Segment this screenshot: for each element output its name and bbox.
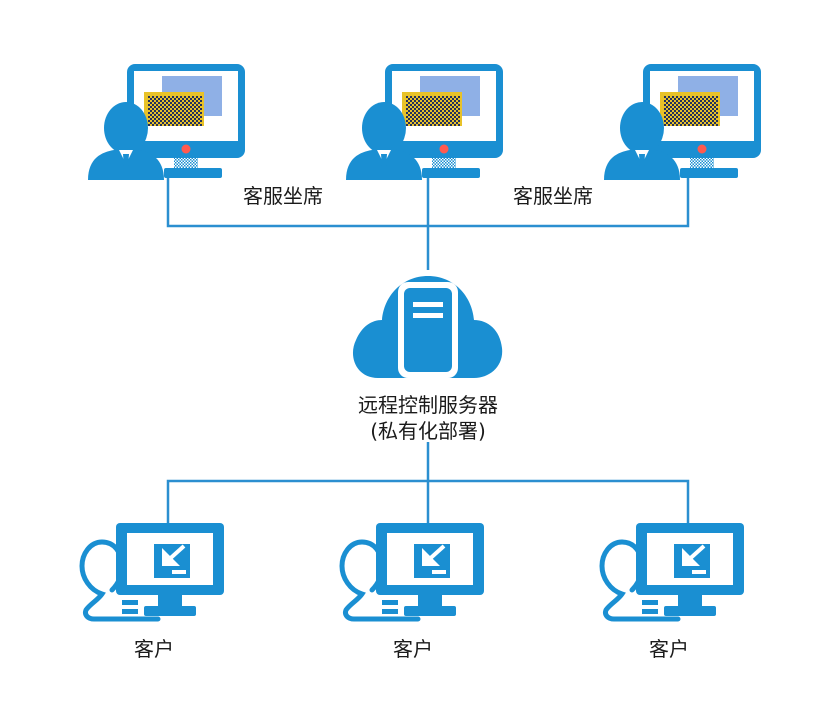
- server-label: 远程控制服务器: [358, 393, 498, 417]
- client-computer-icon: [602, 523, 744, 619]
- cloud-server-icon: [352, 276, 503, 378]
- agent-workstation-icon: [88, 64, 245, 180]
- client-computer-icon: [342, 523, 484, 619]
- connection-lines: [166, 178, 690, 528]
- agent-label-left: 客服坐席: [243, 184, 323, 208]
- server-deployment-label: (私有化部署): [370, 419, 486, 443]
- agent-workstation-icon: [604, 64, 761, 180]
- client-label-middle: 客户: [393, 637, 433, 661]
- agent-label-right: 客服坐席: [513, 184, 593, 208]
- client-label-left: 客户: [134, 637, 174, 661]
- client-computer-icon: [82, 523, 224, 619]
- agent-workstation-icon: [346, 64, 503, 180]
- client-label-right: 客户: [649, 637, 689, 661]
